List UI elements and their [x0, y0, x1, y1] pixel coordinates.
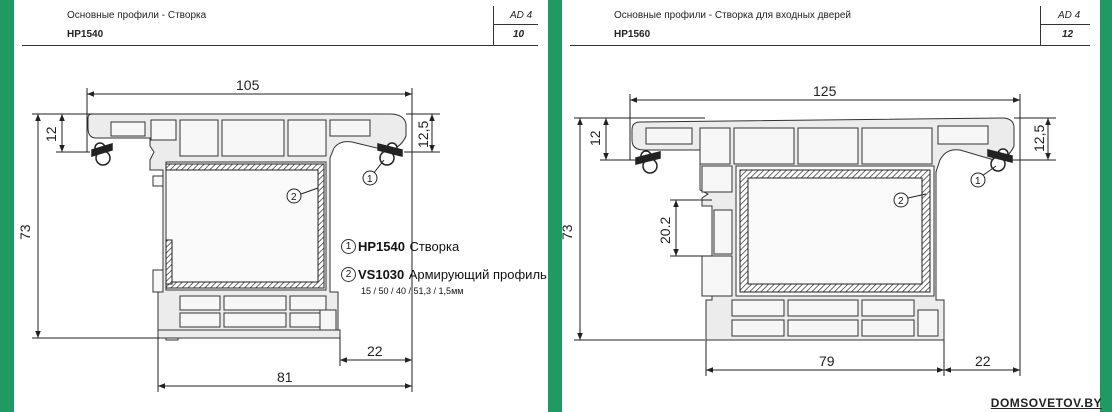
left-sheet-page: 10 — [513, 29, 525, 40]
right-chamber — [713, 209, 733, 255]
right-sheet-title: Основные профили - Створка для входных д… — [614, 10, 851, 21]
right-chamber — [733, 127, 795, 165]
left-dim-top-right: 12,5 — [415, 121, 431, 148]
left-gasket-inner — [91, 142, 113, 166]
right-dim-width-top: 125 — [813, 83, 837, 99]
left-main-chamber — [165, 161, 327, 291]
left-chamber — [179, 119, 219, 157]
right-sheet-code: HP1560 — [614, 29, 651, 40]
right-chamber — [861, 299, 915, 317]
right-dim-top-right: 12,5 — [1031, 125, 1047, 152]
right-chamber — [937, 125, 989, 145]
left-chamber — [223, 295, 287, 311]
middle-green-border — [548, 0, 562, 412]
right-callout-2: 2 — [893, 192, 927, 208]
right-dimensions — [574, 94, 1056, 376]
left-chamber — [329, 119, 371, 137]
left-callout-1-label: 1 — [367, 174, 373, 185]
left-callout-1: 1 — [362, 159, 385, 186]
right-callout-1: 1 — [970, 165, 997, 188]
right-header-mid-rule — [1041, 24, 1090, 25]
right-gasket-inner — [635, 150, 661, 174]
left-profile-foot — [157, 329, 341, 339]
left-callout-2-label: 2 — [291, 192, 297, 203]
left-chamber — [179, 312, 221, 328]
left-chamber — [289, 295, 327, 311]
right-chamber — [731, 299, 785, 317]
left-header-mid-rule — [494, 24, 538, 25]
right-header-divider — [1040, 6, 1041, 46]
left-chamber — [152, 269, 164, 293]
left-chamber — [221, 119, 285, 157]
right-dim-height: 73 — [559, 224, 575, 240]
right-chamber — [701, 255, 733, 297]
left-header-divider — [493, 6, 494, 46]
left-dim-bottom-right: 22 — [367, 343, 383, 359]
left-chamber — [179, 295, 221, 311]
left-green-border — [0, 0, 14, 412]
right-sheet-series: AD 4 — [1058, 10, 1081, 21]
legend-item-2-name: Армирующий профиль — [408, 267, 547, 282]
right-chamber — [861, 319, 915, 337]
right-dim-bottom: 79 — [819, 353, 835, 369]
right-dim-mid-left: 20.2 — [657, 217, 673, 244]
left-chamber — [223, 312, 287, 328]
right-chamber — [701, 165, 733, 193]
left-chamber — [287, 119, 327, 157]
legend-item-1-code: HP1540 — [358, 239, 405, 254]
left-dim-height: 73 — [17, 224, 33, 240]
left-reinforcement-lip — [165, 239, 173, 285]
left-dim-bottom: 81 — [277, 369, 293, 385]
right-header-rule — [570, 45, 1090, 46]
left-sheet-series: AD 4 — [510, 10, 533, 21]
right-reinforcement — [739, 169, 931, 293]
left-sheet-title: Основные профили - Створка — [67, 10, 207, 21]
left-dim-width-top: 105 — [236, 77, 260, 93]
left-callout-2: 2 — [286, 187, 319, 204]
left-dimensions — [32, 88, 440, 392]
right-chamber — [861, 127, 933, 165]
right-chamber — [787, 319, 859, 337]
left-chamber — [150, 119, 177, 141]
legend-item-1-num: 1 — [341, 239, 356, 255]
right-dim-bottom-right: 22 — [975, 353, 991, 369]
left-dim-top-left: 12 — [43, 126, 59, 142]
left-header-rule — [22, 45, 538, 46]
right-gasket-outer — [987, 148, 1013, 172]
right-chamber — [787, 299, 859, 317]
right-sheet-page: 12 — [1062, 29, 1074, 40]
legend-item-2-code: VS1030 — [358, 267, 405, 282]
right-chamber — [645, 127, 693, 145]
right-main-chamber — [735, 165, 935, 297]
left-chamber — [110, 121, 146, 137]
right-callout-1-label: 1 — [975, 176, 981, 187]
left-sheet-code: HP1540 — [67, 29, 104, 40]
right-profile-drawing — [631, 117, 1015, 341]
left-gasket-outer — [377, 142, 403, 166]
watermark: DOMSOVETOV.BY — [990, 396, 1102, 410]
right-callout-2-label: 2 — [898, 196, 904, 207]
right-chamber — [917, 309, 939, 337]
right-chamber — [797, 127, 859, 165]
legend-item-1-name: Створка — [409, 239, 460, 254]
legend-item-2-num: 2 — [341, 267, 356, 283]
right-green-border — [1100, 0, 1112, 412]
legend-item-2-sizes: 15 / 50 / 40 / 51,3 / 1,5мм — [361, 286, 464, 296]
right-dim-top-left: 12 — [587, 130, 603, 146]
left-profile-drawing — [87, 113, 407, 341]
right-chamber — [699, 127, 731, 165]
right-chamber — [731, 319, 785, 337]
left-chamber — [152, 175, 164, 187]
